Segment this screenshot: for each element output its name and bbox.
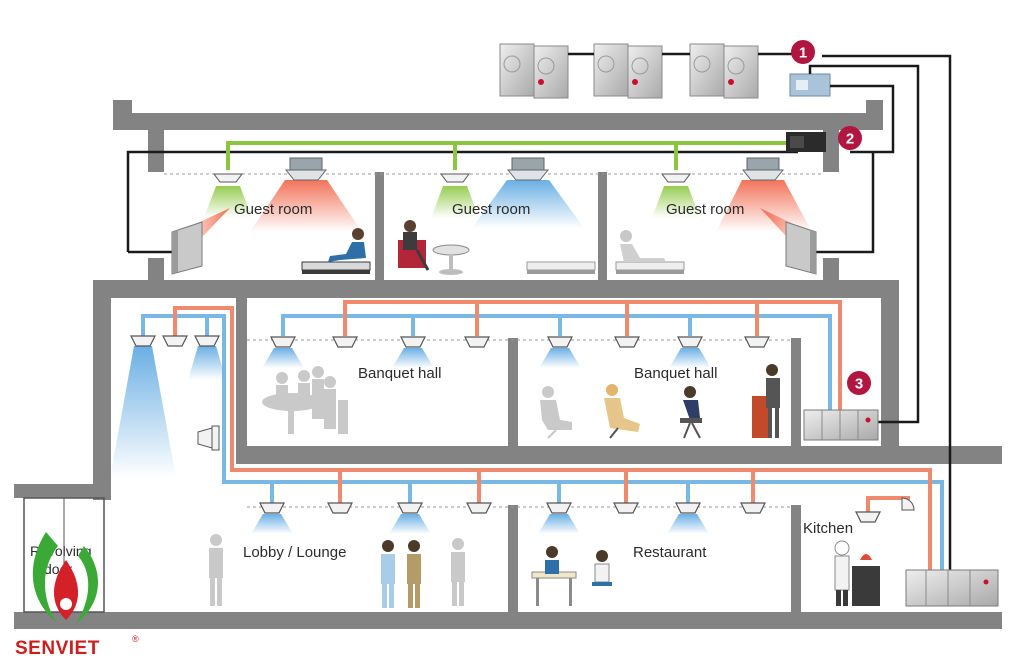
ground-people bbox=[209, 534, 880, 608]
logo-flame-icon bbox=[53, 560, 79, 620]
round-table bbox=[432, 244, 470, 275]
senviet-logo: SENVIET ® bbox=[15, 532, 139, 659]
marker-2-label: 2 bbox=[846, 131, 854, 148]
distribution-box bbox=[789, 73, 831, 97]
second-floor-slab bbox=[93, 280, 899, 298]
air-handling-unit-ground bbox=[905, 569, 999, 607]
label-kitchen: Kitchen bbox=[803, 520, 853, 537]
wall-diffuser bbox=[197, 425, 220, 451]
label-banquet-hall-1: Banquet hall bbox=[358, 365, 441, 382]
partition-lobby bbox=[508, 505, 518, 612]
speaker-podium bbox=[752, 364, 780, 438]
marker-3: 3 bbox=[847, 371, 871, 395]
meeting-group bbox=[262, 366, 348, 434]
marker-2: 2 bbox=[838, 126, 862, 150]
guest-column-right-top bbox=[823, 130, 839, 172]
guest-column-left-bottom bbox=[148, 258, 164, 280]
marker-1-label: 1 bbox=[799, 45, 807, 62]
left-outer-wall bbox=[93, 280, 111, 500]
kitchen-hood bbox=[901, 497, 915, 511]
logo-leaf-icon bbox=[32, 532, 58, 622]
label-guest-room-1: Guest room bbox=[234, 201, 312, 218]
armchair-person bbox=[398, 220, 430, 271]
salmon-duct bbox=[173, 300, 932, 570]
seated-woman bbox=[604, 384, 640, 439]
logo-leaf-right-icon bbox=[76, 546, 99, 624]
roof-edge-left bbox=[113, 100, 132, 130]
partition-guest-1 bbox=[375, 172, 384, 280]
marker-1: 1 bbox=[791, 40, 815, 64]
label-guest-room-2: Guest room bbox=[452, 201, 530, 218]
marker-3-label: 3 bbox=[855, 376, 863, 393]
standing-silhouette bbox=[451, 538, 465, 606]
air-handling-unit-banquet bbox=[803, 409, 879, 441]
ceiling-cassette-3 bbox=[741, 157, 785, 181]
ducted-unit-2 bbox=[786, 132, 826, 152]
blue-duct bbox=[141, 314, 944, 570]
label-restaurant: Restaurant bbox=[633, 544, 707, 561]
restaurant-table bbox=[531, 546, 612, 606]
partition-banquet bbox=[508, 338, 518, 448]
ceiling-cassette-2 bbox=[506, 157, 550, 181]
bed-3 bbox=[615, 261, 685, 274]
outdoor-unit-2 bbox=[593, 43, 663, 99]
airflow bbox=[110, 180, 812, 534]
ground-slab bbox=[14, 612, 1002, 629]
person-reclining-3 bbox=[620, 230, 666, 262]
floor-console-left bbox=[171, 221, 203, 275]
bed-2 bbox=[526, 261, 596, 274]
inner-wall bbox=[236, 298, 247, 464]
guest-room-furniture bbox=[301, 220, 685, 275]
guest-column-right-bottom bbox=[823, 258, 839, 280]
roof-parapet-right bbox=[866, 100, 883, 130]
indoor-units-guest bbox=[171, 132, 826, 275]
green-pipe bbox=[226, 141, 786, 170]
outdoor-unit-1 bbox=[499, 43, 569, 99]
handshake-pair bbox=[381, 540, 421, 608]
banquet-people bbox=[262, 364, 780, 439]
building-walls bbox=[14, 100, 1002, 629]
label-lobby: Lobby / Lounge bbox=[243, 544, 346, 561]
label-guest-room-3: Guest room bbox=[666, 201, 744, 218]
right-outer-wall bbox=[881, 280, 899, 450]
outdoor-units bbox=[499, 43, 831, 99]
diffusers bbox=[130, 335, 881, 523]
first-floor-slab bbox=[236, 446, 1002, 464]
person-reclining-1 bbox=[328, 228, 366, 262]
roof-slab bbox=[113, 113, 883, 130]
partition-guest-2 bbox=[598, 172, 607, 280]
seated-man bbox=[680, 386, 702, 439]
logo-text: SENVIET bbox=[15, 638, 100, 659]
bed-1 bbox=[301, 261, 371, 274]
partition-banquet-right bbox=[791, 338, 801, 448]
canopy-left bbox=[14, 484, 111, 498]
walking-silhouette bbox=[209, 534, 223, 606]
label-banquet-hall-2: Banquet hall bbox=[634, 365, 717, 382]
floor-console-right bbox=[785, 221, 817, 275]
outdoor-unit-3 bbox=[689, 43, 759, 99]
partition-kitchen bbox=[791, 505, 801, 612]
chef bbox=[834, 540, 880, 606]
logo-registered: ® bbox=[132, 634, 139, 644]
ceiling-cassette-1 bbox=[284, 157, 328, 181]
seated-silhouette bbox=[540, 386, 572, 439]
